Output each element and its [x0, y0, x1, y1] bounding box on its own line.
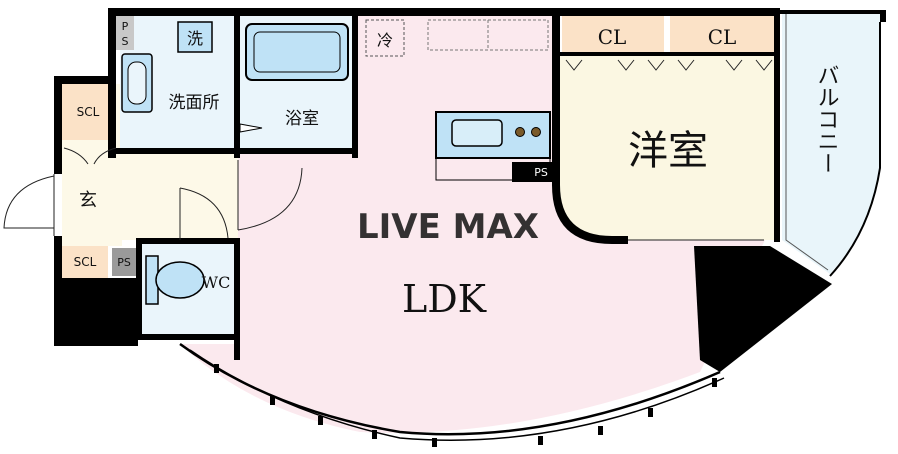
window-mullions [214, 364, 717, 447]
balcony-floor [782, 10, 880, 274]
ldk-label: LDK [402, 277, 487, 321]
toilet-bowl-icon [155, 261, 205, 299]
shoe-closet-lower-floor [62, 246, 108, 278]
western-room-label: 洋室 [628, 128, 708, 174]
ps-wc-box [112, 248, 136, 276]
closet-1-label: CL [598, 25, 627, 49]
washroom-label: 洗面所 [169, 93, 220, 113]
structural-column [694, 246, 832, 372]
ps-wc-label: PS [117, 256, 131, 269]
washing-machine-label: 洗 [187, 29, 203, 48]
closet-hanger-marks [565, 59, 773, 71]
closet-2-label: CL [708, 25, 737, 49]
toilet-label: WC [202, 273, 231, 292]
stove-burner-icon [515, 127, 525, 137]
walls [54, 8, 886, 372]
balcony-label: バルコニー [814, 64, 839, 174]
stove-burner-icon [531, 127, 541, 137]
balcony-inner-line [785, 14, 829, 271]
ps-kitchen-label: PS [534, 166, 548, 179]
closet-2-floor [670, 14, 774, 54]
refrigerator-icon [365, 19, 405, 57]
doors [3, 147, 764, 241]
ps-top-box [116, 16, 134, 50]
refrigerator-label: 冷 [377, 31, 393, 50]
sink-icon [451, 119, 503, 147]
shoe-closet-upper-floor [62, 84, 114, 140]
watermark: LIVE MAX [357, 207, 539, 247]
bathtub-icon [245, 23, 349, 81]
ps-top-label-1: P [122, 20, 129, 33]
bath-door-marker [239, 123, 263, 133]
balcony-rail [829, 22, 881, 277]
ldk-window-line [189, 349, 725, 441]
shoe-closet-upper-label: SCL [77, 105, 100, 119]
ps-top-label-2: S [122, 35, 129, 48]
western-room-floor [556, 54, 776, 240]
entrance-label: 玄 [79, 190, 97, 211]
closet-1-floor [562, 14, 664, 54]
bathroom-label: 浴室 [285, 109, 319, 129]
shoe-closet-lower-label: SCL [74, 255, 97, 269]
washing-machine-icon [177, 21, 213, 53]
